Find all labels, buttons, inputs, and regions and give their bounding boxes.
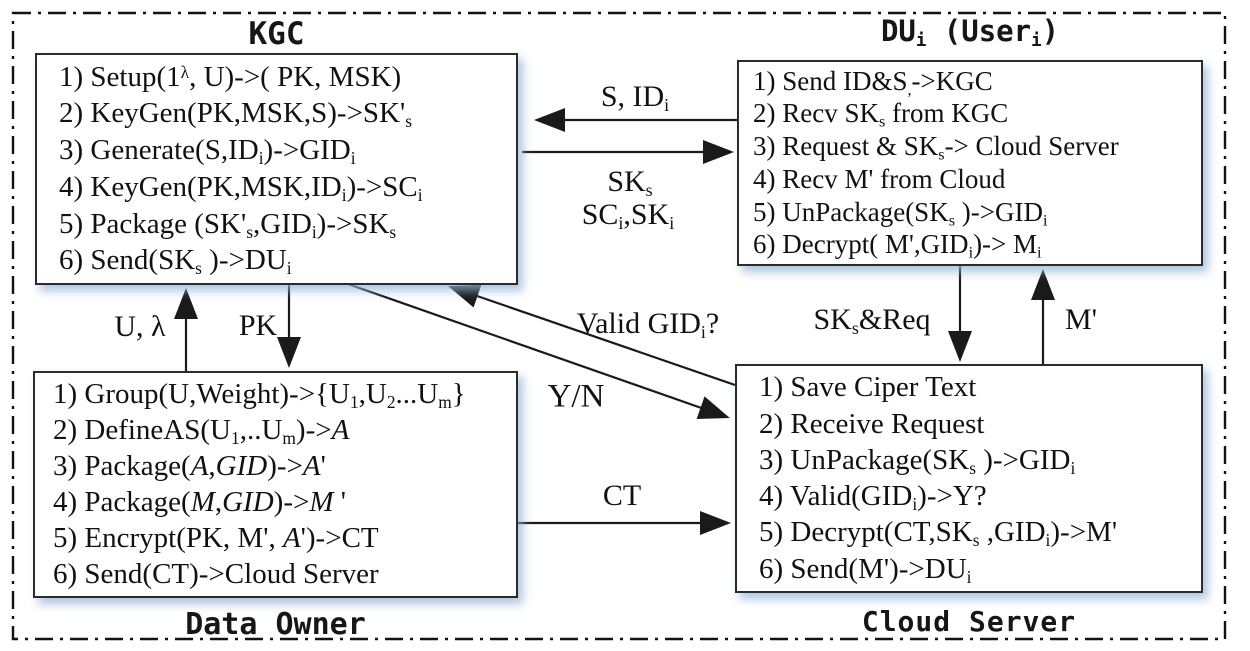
label-u-lambda: U, λ xyxy=(114,310,166,343)
kgc-step: 4) KeyGen(PK,MSK,IDi)->SCi xyxy=(59,170,423,205)
data-owner-step: 4) Package(M,GID)->M ' xyxy=(53,486,346,518)
label-sci-ski: SCi,SKi xyxy=(581,198,675,234)
data-owner-step: 6) Send(CT)->Cloud Server xyxy=(53,558,379,590)
du-box: 1) Send ID&S,->KGC 2) Recv SKs from KGC … xyxy=(737,60,1203,266)
cloud-server-label: Cloud Server xyxy=(861,605,1077,638)
data-owner-label: Data Owner xyxy=(185,607,366,642)
label-m-prime: M' xyxy=(1064,303,1098,336)
label-pk: PK xyxy=(238,309,278,342)
kgc-title: KGC xyxy=(248,16,305,52)
du-step: 2) Recv SKs from KGC xyxy=(753,98,1009,131)
cloud-step: 5) Decrypt(CT,SKs ,GIDi)->M' xyxy=(759,516,1118,551)
kgc-step: 5) Package (SK's,GIDi)->SKs xyxy=(59,207,397,242)
data-owner-step: 2) DefineAS(U1,..Um)->A xyxy=(53,414,350,448)
du-step: 3) Request & SKs-> Cloud Server xyxy=(753,131,1119,164)
kgc-step: 3) Generate(S,IDi)->GIDi xyxy=(59,134,356,168)
kgc-box: 1) Setup(1λ, U)->( PK, MSK) 2) KeyGen(PK… xyxy=(35,53,518,285)
label-sks-req: SKs&Req xyxy=(813,303,931,339)
du-title: DUi (Useri) xyxy=(880,14,1060,51)
kgc-step: 6) Send(SKs )->DUi xyxy=(59,244,292,279)
cloud-server-box: 1) Save Ciper Text 2) Receive Request 3)… xyxy=(735,364,1203,593)
data-owner-step: 1) Group(U,Weight)->{U1,U2...Um} xyxy=(53,378,466,412)
du-step: 4) Recv M' from Cloud xyxy=(753,163,1006,194)
label-s-id: S, IDi xyxy=(600,80,670,116)
data-owner-box: 1) Group(U,Weight)->{U1,U2...Um} 2) Defi… xyxy=(33,371,518,598)
data-owner-step: 3) Package(A,GID)->A' xyxy=(53,450,326,482)
kgc-step: 1) Setup(1λ, U)->( PK, MSK) xyxy=(59,60,402,93)
du-step: 1) Send ID&S,->KGC xyxy=(753,65,993,99)
kgc-step: 2) KeyGen(PK,MSK,S)->SK's xyxy=(59,97,412,132)
cloud-step: 4) Valid(GIDi)->Y? xyxy=(759,480,987,514)
cloud-step: 6) Send(M')->DUi xyxy=(759,552,972,587)
label-valid-gid: Valid GIDi? xyxy=(576,307,720,343)
cloud-step: 2) Receive Request xyxy=(759,407,985,440)
label-sks: SKs xyxy=(607,165,653,201)
label-yn: Y/N xyxy=(547,378,605,415)
du-step: 6) Decrypt( M',GIDi)-> Mi xyxy=(753,229,1042,262)
cloud-step: 3) UnPackage(SKs )->GIDi xyxy=(759,443,1076,478)
du-step: 5) UnPackage(SKs )->GIDi xyxy=(753,196,1048,230)
cloud-step: 1) Save Ciper Text xyxy=(759,371,977,404)
data-owner-step: 5) Encrypt(PK, M', A')->CT xyxy=(53,522,379,554)
label-ct: CT xyxy=(602,479,642,512)
